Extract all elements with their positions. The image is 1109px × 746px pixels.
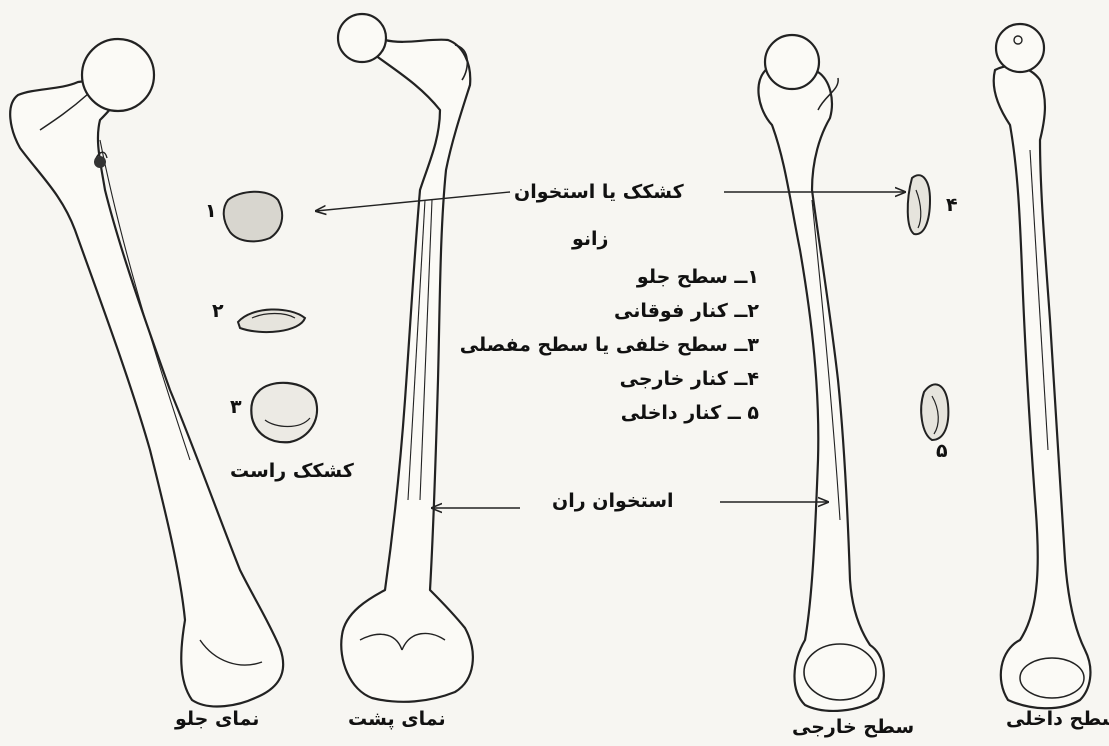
patella-legend: ۱ــ سطح جلو ۲ــ کنار فوقانی ۳ــ سطح خلفی… xyxy=(454,260,759,430)
number-3: ۳ xyxy=(230,398,242,417)
femur-label: استخوان ران xyxy=(552,492,674,511)
legend-item-2: ۲ــ کنار فوقانی xyxy=(454,294,759,328)
patella-5-medial-border xyxy=(921,384,948,440)
patella-1-anterior xyxy=(224,192,282,242)
lateral-surface-label: سطح خارجی xyxy=(792,718,914,737)
femur-medial-surface xyxy=(994,24,1091,708)
femur-back-view xyxy=(338,14,473,702)
back-view-label: نمای پشت xyxy=(348,710,446,729)
patella-title-line1: کشکک یا استخوان xyxy=(514,183,684,202)
legend-item-5: ۵ ــ کنار داخلی xyxy=(454,396,759,430)
patella-3-posterior-surface xyxy=(251,383,317,442)
medial-surface-label: سطح داخلی xyxy=(1006,710,1109,729)
legend-item-1: ۱ــ سطح جلو xyxy=(454,260,759,294)
front-view-label: نمای جلو xyxy=(175,710,259,729)
number-4: ۴ xyxy=(946,196,958,215)
right-patella-label: کشکک راست xyxy=(230,462,354,481)
number-2: ۲ xyxy=(212,302,224,321)
number-5: ۵ xyxy=(936,442,948,461)
femur-lateral-surface xyxy=(758,35,883,711)
patella-title-line2: زانو xyxy=(572,230,609,249)
femur-front-view xyxy=(10,39,283,706)
legend-item-4: ۴ــ کنار خارجی xyxy=(454,362,759,396)
number-1: ۱ xyxy=(205,202,217,221)
patella-2-superior-border xyxy=(238,309,305,332)
arrow-to-patella-1 xyxy=(316,192,510,211)
patella-4-lateral-border xyxy=(908,175,930,234)
legend-item-3: ۳ــ سطح خلفی یا سطح مفصلی xyxy=(454,328,759,362)
